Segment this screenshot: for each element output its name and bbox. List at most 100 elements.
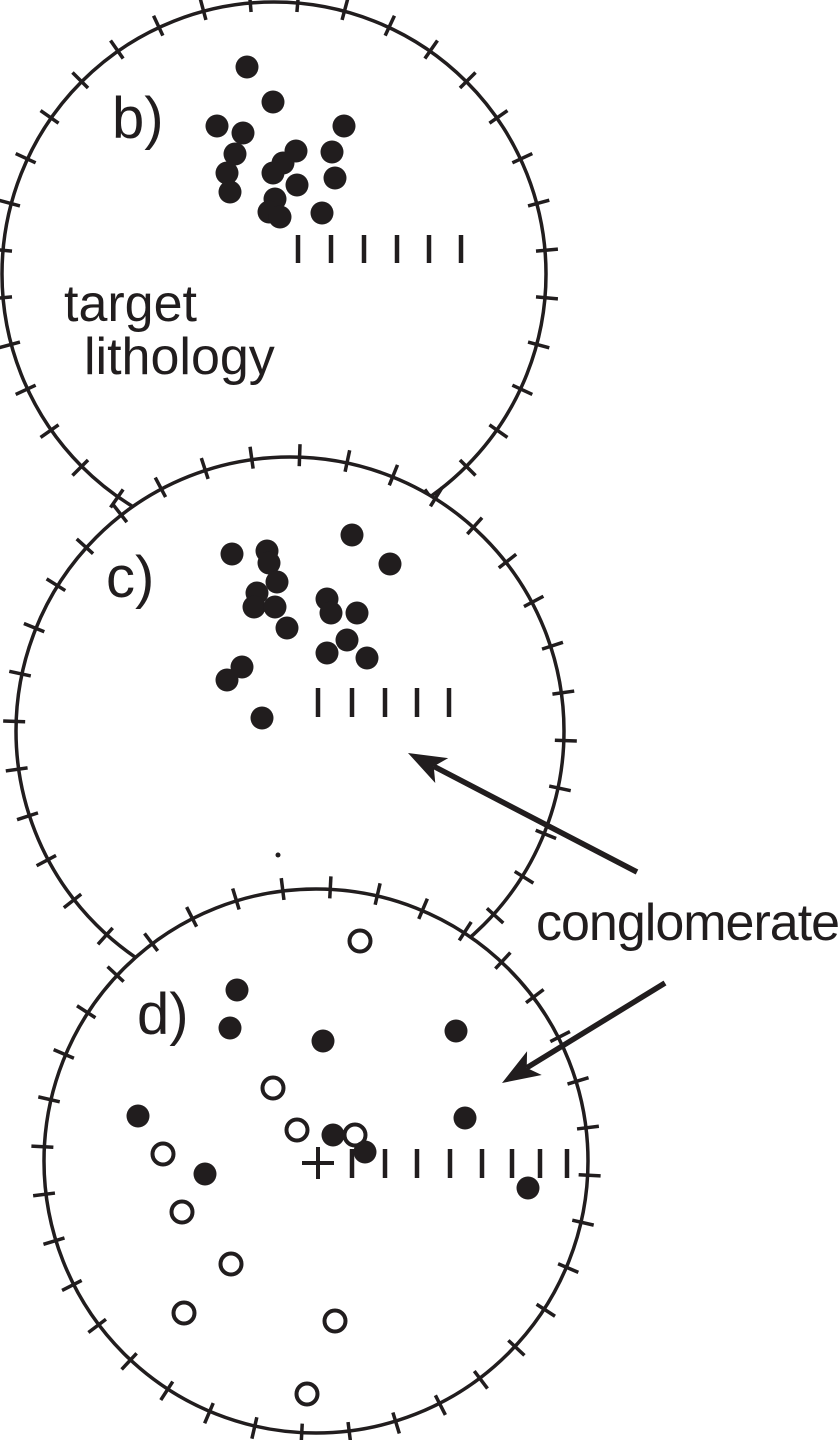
edge-tick xyxy=(524,988,545,1005)
data-point-filled xyxy=(230,655,254,679)
edge-tick xyxy=(0,248,13,253)
edge-tick xyxy=(428,486,444,508)
edge-tick xyxy=(39,109,60,125)
edge-tick xyxy=(472,1369,489,1390)
edge-tick xyxy=(485,907,505,925)
edge-tick xyxy=(507,1339,526,1357)
edge-tick xyxy=(87,1317,108,1334)
arrow-shaft xyxy=(525,980,667,1071)
data-point-filled xyxy=(215,161,239,185)
data-point-filled xyxy=(263,595,287,619)
edge-tick xyxy=(527,340,550,350)
data-point-filled xyxy=(242,595,266,619)
data-point-filled xyxy=(261,161,285,185)
arrow-head xyxy=(408,753,449,783)
edge-tick xyxy=(0,198,21,208)
edge-tick xyxy=(340,0,350,21)
edge-tick xyxy=(153,476,168,498)
edge-tick xyxy=(3,719,26,724)
data-point-open xyxy=(169,1199,195,1225)
data-point-filled xyxy=(355,646,379,670)
edge-tick xyxy=(557,1262,580,1274)
edge-tick xyxy=(535,247,559,253)
data-point-filled xyxy=(261,90,285,114)
edge-tick xyxy=(62,892,83,910)
edge-tick xyxy=(423,39,439,60)
edge-tick xyxy=(417,897,429,920)
data-point-open xyxy=(294,1381,320,1407)
edge-tick xyxy=(548,784,572,793)
data-point-filled xyxy=(225,978,249,1002)
edge-tick xyxy=(96,926,114,946)
data-point-filled xyxy=(315,641,339,665)
edge-tick xyxy=(566,1076,590,1086)
edge-tick xyxy=(198,0,208,21)
edge-tick xyxy=(159,1380,175,1401)
data-point-open xyxy=(260,1075,286,1101)
edge-tick xyxy=(106,965,125,983)
edge-tick xyxy=(5,766,28,773)
edge-tick xyxy=(31,1144,54,1149)
data-point-filled xyxy=(205,114,229,138)
edge-tick xyxy=(535,828,557,841)
edge-tick xyxy=(576,1124,600,1131)
data-point-filled xyxy=(193,1162,217,1186)
edge-tick xyxy=(458,71,477,90)
data-point-filled xyxy=(218,1016,242,1040)
edge-tick xyxy=(151,14,165,37)
stereonet-panel-d xyxy=(31,876,601,1440)
data-point-filled xyxy=(250,706,274,730)
edge-tick xyxy=(35,853,57,868)
data-point-filled xyxy=(285,173,309,197)
data-point-filled xyxy=(444,1019,468,1043)
edge-tick xyxy=(39,423,60,439)
edge-tick xyxy=(37,1095,61,1104)
edge-tick xyxy=(8,669,32,678)
edge-tick xyxy=(295,0,300,13)
edge-tick xyxy=(250,1416,259,1440)
edge-tick xyxy=(497,552,518,570)
edge-tick xyxy=(14,383,37,397)
data-point-open xyxy=(171,1300,197,1326)
data-point-filled xyxy=(257,551,281,575)
edge-tick xyxy=(32,1191,56,1198)
edge-tick xyxy=(120,1352,138,1371)
data-point-open xyxy=(347,928,373,954)
data-point-filled xyxy=(235,55,259,79)
panel-c-label: c) xyxy=(106,545,155,610)
edge-tick xyxy=(111,503,129,524)
edge-tick xyxy=(248,446,255,469)
edge-tick xyxy=(23,621,45,634)
data-point-filled xyxy=(321,1123,345,1147)
data-point-filled xyxy=(218,180,242,204)
data-point-filled xyxy=(265,570,289,594)
edge-tick xyxy=(458,458,477,477)
ink-speck xyxy=(275,852,281,858)
data-point-filled xyxy=(311,1029,335,1053)
edge-tick xyxy=(554,738,577,743)
edge-tick xyxy=(75,537,95,555)
data-point-filled xyxy=(275,616,299,640)
data-point-filled xyxy=(320,140,344,164)
data-point-open xyxy=(322,1308,348,1334)
data-point-filled xyxy=(126,1104,150,1128)
edge-tick xyxy=(109,488,125,509)
arrow-shaft xyxy=(432,763,639,875)
data-point-filled xyxy=(223,142,247,166)
edge-tick xyxy=(488,423,509,439)
edge-tick xyxy=(466,516,484,536)
edge-tick xyxy=(328,876,333,899)
data-point-filled xyxy=(378,552,402,576)
edge-tick xyxy=(523,594,545,609)
edge-tick xyxy=(549,1030,571,1044)
edge-tick xyxy=(71,71,90,90)
edge-tick xyxy=(343,449,352,473)
edge-tick xyxy=(457,921,473,942)
edge-tick xyxy=(527,198,550,208)
data-point-filled xyxy=(268,205,292,229)
edge-tick xyxy=(433,1394,447,1416)
panel-d-label: d) xyxy=(137,982,189,1047)
edge-tick xyxy=(535,295,559,301)
